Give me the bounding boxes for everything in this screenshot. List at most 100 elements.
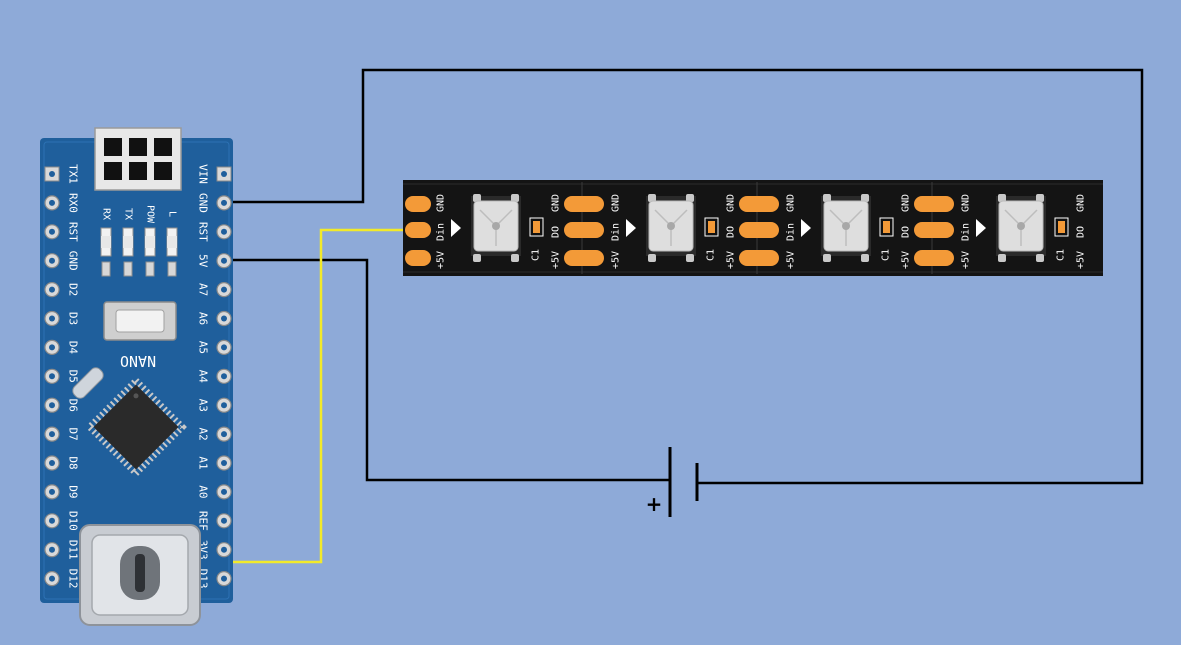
microcontroller-chip (85, 376, 187, 478)
icsp-header (94, 127, 182, 191)
strip-pin-label: DO (901, 226, 912, 238)
strip-pin-label: GND (726, 194, 737, 212)
led-lead (686, 254, 694, 262)
icsp-pin-a1 (104, 138, 122, 156)
strip-pin-label: Din (611, 223, 622, 241)
onboard-resistor (123, 261, 133, 277)
led-lead (1036, 194, 1044, 202)
left-pin-label: D9 (67, 485, 80, 498)
left-pin-label: TX1 (67, 164, 80, 184)
data-direction-arrow (976, 219, 986, 237)
onboard-resistor (101, 261, 111, 277)
strip-pin-label: C1 (881, 249, 892, 261)
data-direction-arrow (626, 219, 636, 237)
capacitor (708, 221, 715, 233)
pin-hole (49, 199, 55, 206)
pin-hole (49, 460, 55, 466)
chip-body (93, 384, 179, 470)
right-pin-label: 5V (197, 254, 210, 268)
right-pin-label: A6 (197, 312, 210, 325)
strip-pin-label: DO (1076, 226, 1087, 238)
pin-hole (49, 373, 55, 380)
right-pin-label: A3 (197, 399, 210, 412)
right-pin-label: A1 (197, 456, 210, 469)
strip-pin-label: +5V (436, 251, 447, 269)
right-pin-label: RST (197, 222, 210, 242)
wire-gnd-to-battery-negative (230, 68, 1144, 485)
onboard-led-label: POW (145, 205, 156, 224)
usb-c-tongue (135, 554, 145, 592)
left-pin-label: GND (67, 251, 80, 271)
onboard-led-label: L (167, 211, 178, 217)
pin-hole (221, 402, 227, 409)
pin-hole (221, 286, 227, 293)
led-die (667, 222, 675, 230)
icsp-pin-a2 (129, 138, 147, 156)
strip-pin-label: C1 (706, 249, 717, 261)
battery: + (646, 447, 699, 517)
led-lead (473, 194, 481, 202)
strip-pin-label: Din (961, 223, 972, 241)
capacitor (883, 221, 890, 233)
strip-pin-label: +5V (726, 251, 737, 269)
right-pin-label: A2 (197, 427, 210, 440)
led-lead (686, 194, 694, 202)
onboard-led-lens (167, 236, 177, 248)
right-pin-header (216, 166, 232, 587)
strip-pin-label: DO (726, 226, 737, 238)
pin-hole (49, 228, 55, 235)
capacitor (1058, 221, 1065, 233)
usb-c-connector (79, 524, 201, 626)
strip-pin-label: Din (786, 223, 797, 241)
onboard-led-label: RX (101, 208, 112, 220)
reset-button-cap (115, 309, 165, 333)
pin-hole (221, 344, 227, 351)
strip-pin-label: GND (901, 194, 912, 212)
led-lead (511, 194, 519, 202)
strip-pin-label: DO (551, 226, 562, 238)
pin-hole (221, 546, 227, 553)
solder-pad (405, 250, 431, 266)
solder-pad (739, 196, 779, 212)
left-pin-label: D8 (67, 456, 80, 469)
pin-hole (49, 546, 55, 553)
solder-pad (914, 196, 954, 212)
left-pin-label: D10 (67, 511, 80, 531)
led-lead (823, 194, 831, 202)
led-lead (473, 254, 481, 262)
right-pin-label: A0 (197, 485, 210, 498)
pin-hole (221, 431, 227, 438)
pin-hole (221, 575, 227, 582)
strip-pin-label: GND (961, 194, 972, 212)
strip-pin-label: GND (436, 194, 447, 212)
strip-pin-label: GND (551, 194, 562, 212)
strip-pin-label: Din (436, 223, 447, 241)
data-direction-arrow (451, 219, 461, 237)
pin-hole (49, 402, 55, 409)
wire-d13-to-din (230, 228, 412, 564)
left-pin-label: D5 (67, 370, 80, 383)
left-pin-header (44, 166, 60, 587)
right-pin-label: GND (197, 193, 210, 213)
strip-pin-label: +5V (786, 251, 797, 269)
onboard-led-lens (123, 236, 133, 248)
led-lead (1036, 254, 1044, 262)
pin-hole (221, 460, 227, 466)
strip-pin-label: GND (1076, 194, 1087, 212)
pin-hole (49, 344, 55, 351)
solder-pad (739, 222, 779, 238)
board-name-label: NANO (120, 352, 156, 370)
led-lead (511, 254, 519, 262)
solder-pad (564, 250, 604, 266)
capacitor (533, 221, 540, 233)
icsp-pin-a3 (154, 138, 172, 156)
left-pin-label: D12 (67, 569, 80, 589)
